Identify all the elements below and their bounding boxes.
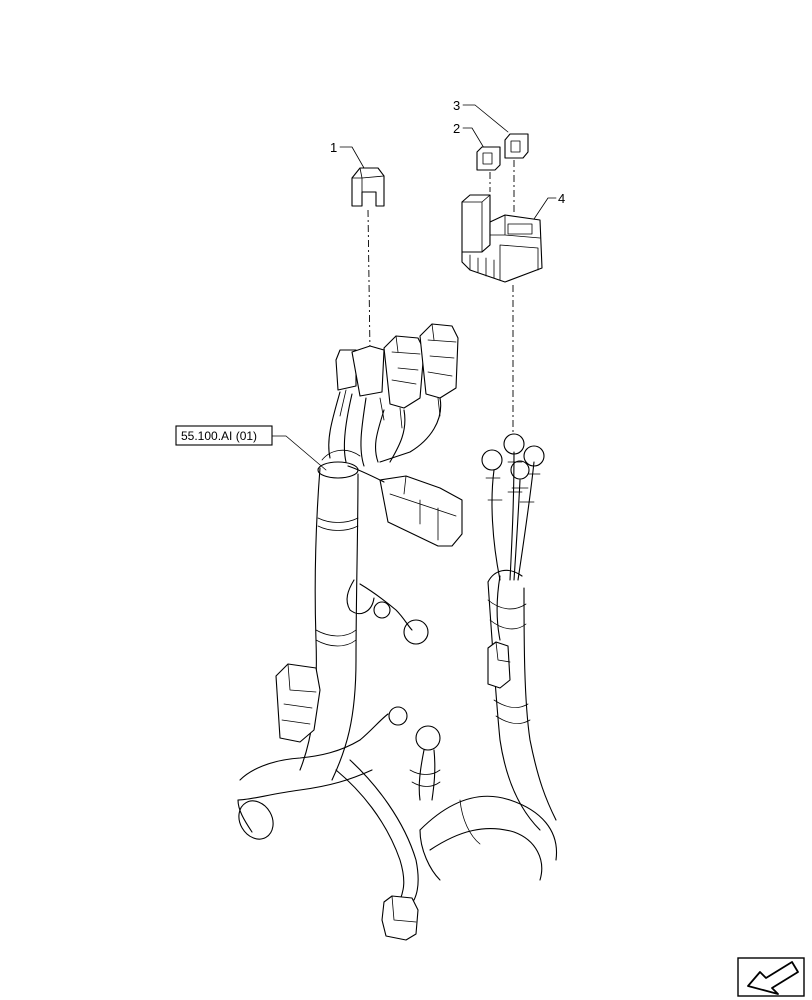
reference-box: 55.100.AI (01) [175,425,327,471]
part-3-small-fuse [504,133,529,159]
callout-2: 2 [453,121,485,149]
part-4-fuse-holder [461,194,543,283]
callout-3-leader [462,104,509,133]
callout-2-leader [462,127,485,149]
callout-3-label: 3 [453,98,460,113]
callout-2-label: 2 [453,121,460,136]
callout-1: 1 [330,140,365,169]
callout-3: 3 [453,98,509,133]
part-2-small-fuse [476,146,501,171]
callout-4: 4 [531,191,565,223]
wiring-harness [237,323,558,941]
arrow-left-down-icon[interactable] [737,957,805,997]
reference-leader [271,435,327,471]
callout-1-leader [339,146,365,169]
reference-label: 55.100.AI (01) [181,429,257,443]
callout-4-leader [531,197,557,223]
part-1-fuse-cap [351,167,385,207]
callout-1-label: 1 [330,140,337,155]
callout-4-label: 4 [558,191,565,206]
alignment-line-part-1 [367,209,371,353]
